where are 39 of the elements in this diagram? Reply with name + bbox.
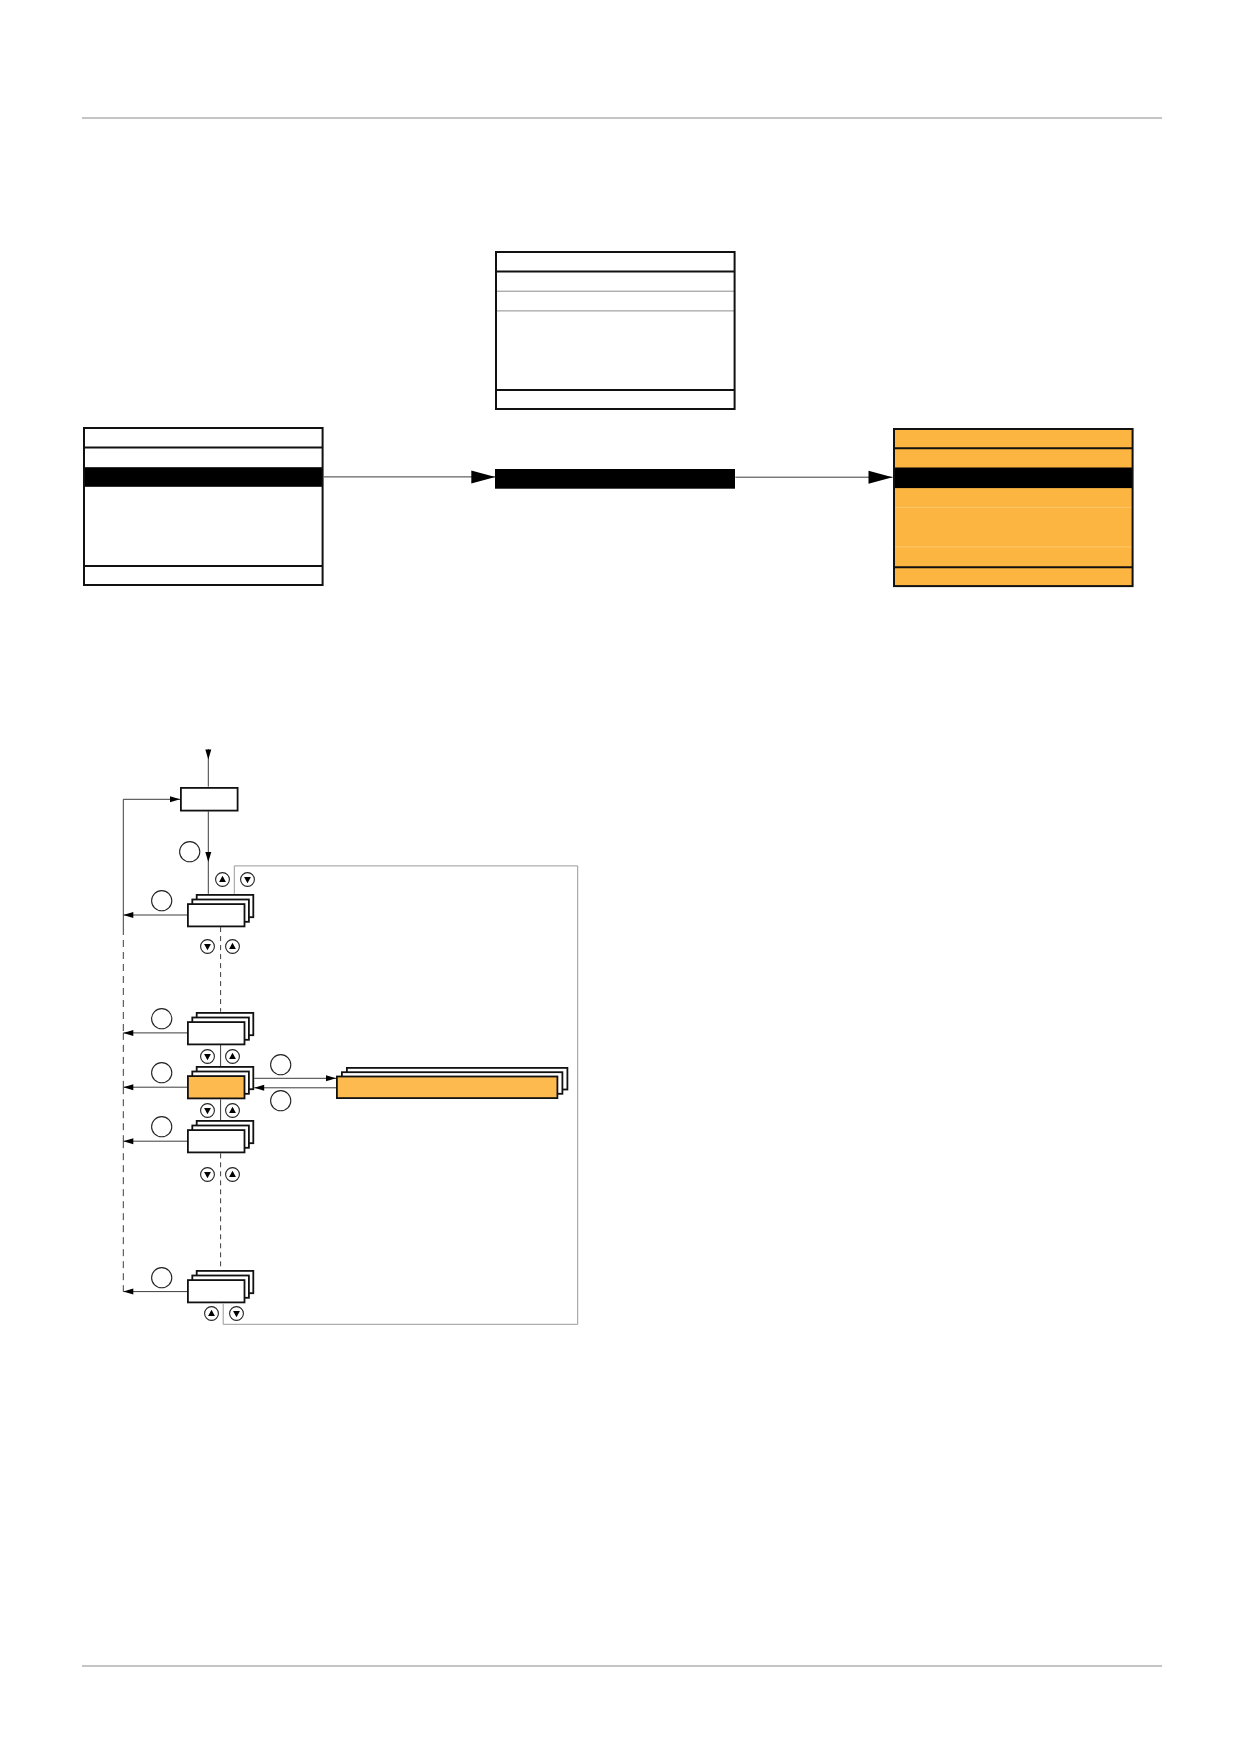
arrow bbox=[734, 470, 893, 484]
connector-line bbox=[220, 926, 222, 1013]
loop-line bbox=[222, 865, 579, 1325]
stacked-boxes bbox=[187, 1011, 255, 1045]
callout-circle bbox=[150, 1007, 172, 1029]
arrow bbox=[122, 1288, 188, 1295]
arrow bbox=[253, 1075, 337, 1082]
return-line bbox=[122, 1032, 124, 1088]
return-line bbox=[122, 796, 181, 929]
connector-line bbox=[220, 1098, 222, 1121]
arrow bbox=[122, 1084, 188, 1091]
highlight-bar bbox=[495, 468, 736, 489]
arrow bbox=[122, 1138, 188, 1145]
return-line bbox=[122, 1086, 124, 1142]
callout-circle bbox=[269, 1054, 291, 1076]
callout-circle bbox=[150, 1061, 172, 1084]
stacked-boxes bbox=[336, 1066, 569, 1099]
display-screen bbox=[495, 250, 736, 410]
callout-circle bbox=[179, 841, 201, 863]
stacked-boxes bbox=[187, 893, 255, 928]
callout-circle bbox=[150, 1116, 172, 1138]
return-line bbox=[122, 1140, 124, 1293]
callout-circle bbox=[150, 889, 172, 911]
callout-circle bbox=[150, 1266, 172, 1288]
arrow bbox=[122, 912, 188, 918]
stacked-boxes bbox=[187, 1270, 255, 1304]
process-box bbox=[180, 786, 239, 812]
display-screen bbox=[892, 428, 1134, 588]
display-screen bbox=[83, 427, 324, 587]
return-line bbox=[122, 927, 124, 1034]
arrow bbox=[323, 470, 496, 484]
arrow bbox=[253, 1084, 337, 1091]
stacked-boxes bbox=[187, 1066, 255, 1100]
arrow bbox=[122, 1029, 188, 1036]
arrow bbox=[205, 810, 212, 895]
stacked-boxes bbox=[187, 1120, 255, 1154]
arrow bbox=[205, 748, 212, 788]
connector-line bbox=[220, 1044, 222, 1067]
callout-circle bbox=[269, 1089, 291, 1112]
